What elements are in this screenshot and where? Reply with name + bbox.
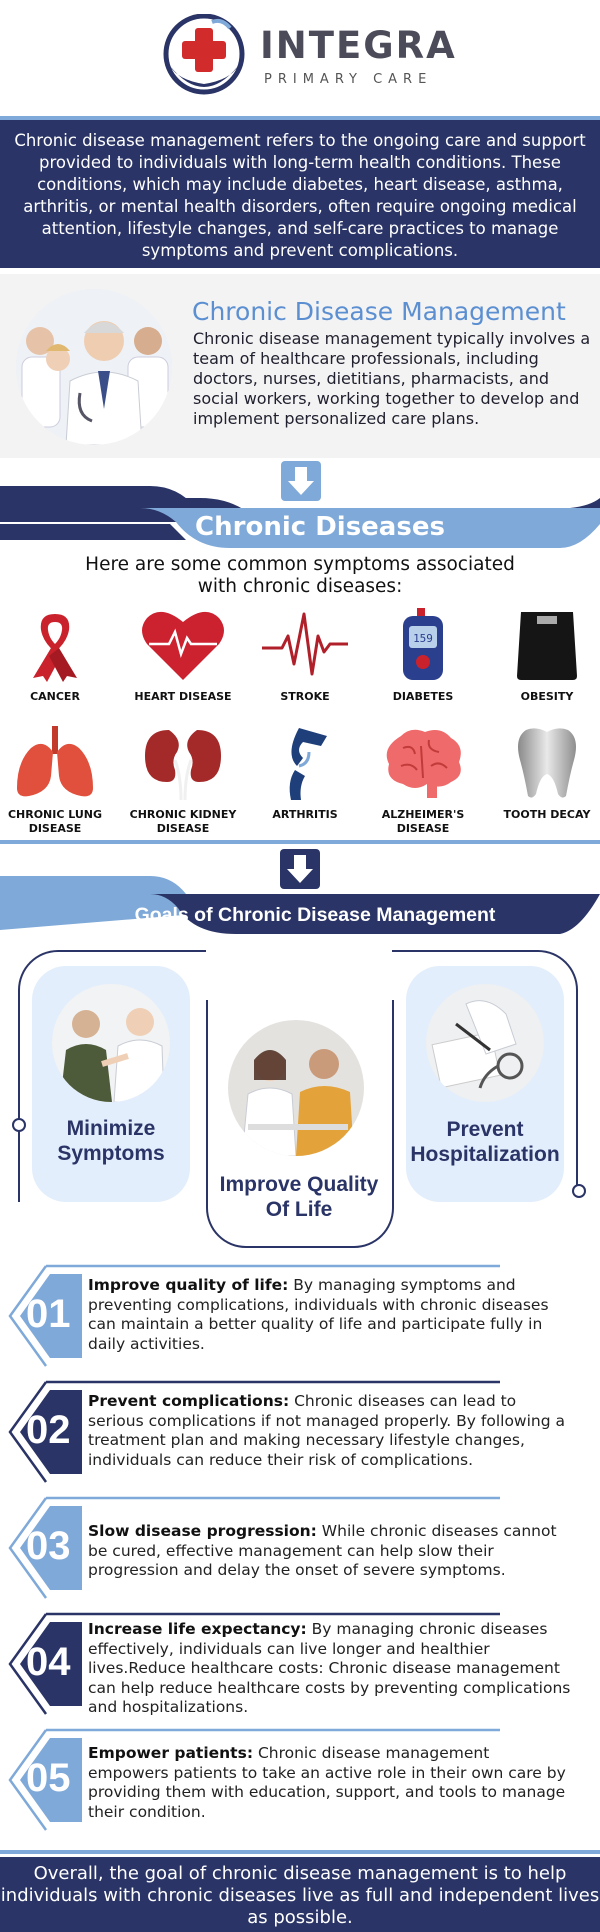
label-diabetes: DIABETES [392, 690, 454, 703]
chronic-diseases-banner [0, 486, 600, 548]
point-03-heading: Slow disease progression: [88, 1522, 317, 1540]
label-obesity: OBESITY [520, 690, 574, 703]
point-01: 01 Improve quality of life: By managing … [6, 1264, 598, 1368]
goals-banner [0, 876, 600, 934]
goal2-line2: Of Life [265, 1198, 333, 1221]
cancer-ribbon-icon [33, 614, 77, 682]
doctors-photo [16, 289, 172, 445]
goal-outline-right [392, 950, 578, 1192]
down-arrow-icon-2 [280, 849, 320, 889]
disease-lung: CHRONIC LUNG DISEASE [0, 726, 110, 836]
heartbeat-line-icon [262, 612, 348, 676]
label-heart-disease: HEART DISEASE [134, 690, 232, 703]
point-01-number: 01 [26, 1292, 71, 1336]
symptoms-intro-line1: Here are some common symptoms associated [85, 554, 515, 575]
label-cancer: CANCER [30, 690, 80, 703]
goal-label-minimize-symptoms: Minimize Symptoms [32, 1116, 190, 1166]
glucose-meter-icon: 159 [403, 608, 443, 680]
goal3-line2: Hospitalization [410, 1143, 560, 1166]
disease-alzheimers: ALZHEIMER'S DISEASE [368, 726, 478, 836]
goal3-line1: Prevent [446, 1118, 524, 1141]
knee-joint-icon [289, 728, 327, 800]
goal1-line2: Symptoms [57, 1142, 165, 1165]
tooth-icon [518, 728, 576, 798]
intro-text: Chronic disease management refers to the… [0, 120, 600, 268]
goal-dot-left [12, 1118, 26, 1132]
goal-outline-center [206, 1000, 394, 1248]
heart-icon [142, 611, 224, 680]
goal-label-prevent-hospitalization: Prevent Hospitalization [406, 1117, 564, 1167]
weight-scale-icon [517, 612, 577, 680]
brand-subtitle: PRIMARY CARE [264, 72, 433, 87]
kidneys-icon [145, 730, 221, 801]
label-stroke: STROKE [280, 690, 330, 703]
brand-logo: INTEGRA PRIMARY CARE [160, 14, 460, 100]
point-04: 04 Increase life expectancy: By managing… [6, 1612, 598, 1716]
section-divider [0, 840, 600, 844]
doctor-consult-photo [228, 1020, 364, 1156]
point-04-body: By managing chronic diseases effectively… [88, 1620, 571, 1716]
point-04-number: 04 [26, 1640, 71, 1684]
point-01-frame [8, 1264, 500, 1367]
disease-diabetes: 159 DIABETES [368, 608, 478, 704]
symptoms-intro-line2: with chronic diseases: [197, 576, 403, 597]
doctor-patient-photo [52, 984, 170, 1102]
point-02-number: 02 [26, 1408, 71, 1452]
point-01-body: By managing symptoms and preventing comp… [88, 1276, 549, 1353]
disease-heart: HEART DISEASE [128, 608, 238, 704]
intro-top-bar [0, 116, 600, 120]
goal-label-improve-quality: Improve Quality Of Life [208, 1172, 390, 1222]
point-03-frame [8, 1496, 500, 1599]
label-chronic-kidney-disease: CHRONIC KIDNEY DISEASE [129, 808, 237, 835]
point-01-heading: Improve quality of life: [88, 1276, 289, 1294]
medical-cross-logo-icon [163, 14, 245, 95]
point-05-number: 05 [26, 1756, 71, 1800]
label-alzheimers-disease: ALZHEIMER'S DISEASE [381, 808, 465, 835]
disease-obesity: OBESITY [492, 608, 600, 704]
point-03: 03 Slow disease progression: While chron… [6, 1496, 598, 1600]
point-02-heading: Prevent complications: [88, 1392, 290, 1410]
down-arrow-icon [281, 461, 321, 501]
goals-title: Goals of Chronic Disease Management [134, 904, 496, 926]
brain-icon [386, 729, 461, 798]
point-04-text: Increase life expectancy: By managing ch… [88, 1620, 573, 1718]
svg-text:159: 159 [413, 632, 433, 645]
disease-tooth: TOOTH DECAY [492, 726, 600, 822]
point-02: 02 Prevent complications: Chronic diseas… [6, 1380, 598, 1484]
goal-outline-left [18, 950, 206, 1202]
disease-kidney: CHRONIC KIDNEY DISEASE [128, 726, 238, 836]
goal1-line1: Minimize [66, 1117, 156, 1140]
disease-stroke: STROKE [250, 608, 360, 704]
cdm-description: Chronic disease management typically inv… [193, 329, 591, 428]
point-05-frame [8, 1728, 500, 1831]
point-02-text: Prevent complications: Chronic diseases … [88, 1392, 573, 1470]
point-04-heading: Increase life expectancy: [88, 1620, 307, 1638]
brand-name: INTEGRA [260, 24, 457, 67]
chronic-diseases-title: Chronic Diseases [195, 512, 445, 542]
point-03-text: Slow disease progression: While chronic … [88, 1522, 573, 1581]
lungs-icon [17, 726, 93, 797]
point-05: 05 Empower patients: Chronic disease man… [6, 1728, 598, 1832]
point-03-number: 03 [26, 1524, 71, 1568]
label-arthritis: ARTHRITIS [272, 808, 338, 821]
label-tooth-decay: TOOTH DECAY [503, 808, 591, 821]
doctor-notes-photo [426, 984, 544, 1102]
label-chronic-lung-disease: CHRONIC LUNG DISEASE [7, 808, 103, 835]
point-04-frame [8, 1612, 500, 1715]
point-05-heading: Empower patients: [88, 1744, 254, 1762]
footer-top-bar [0, 1850, 600, 1854]
symptoms-intro: Here are some common symptoms associated… [0, 554, 600, 598]
point-05-body: Chronic disease management empowers pati… [88, 1744, 566, 1821]
disease-arthritis: ARTHRITIS [250, 726, 360, 822]
point-02-frame [8, 1380, 500, 1483]
disease-cancer: CANCER [0, 608, 110, 704]
goal2-line1: Improve Quality [219, 1173, 379, 1196]
point-03-body: While chronic diseases cannot be cured, … [88, 1522, 557, 1579]
point-05-text: Empower patients: Chronic disease manage… [88, 1744, 573, 1822]
goal-dot-right [572, 1184, 586, 1198]
point-02-body: Chronic diseases can lead to serious com… [88, 1392, 565, 1469]
footer-text: Overall, the goal of chronic disease man… [0, 1857, 600, 1932]
cdm-title: Chronic Disease Management [192, 297, 566, 326]
point-01-text: Improve quality of life: By managing sym… [88, 1276, 573, 1354]
